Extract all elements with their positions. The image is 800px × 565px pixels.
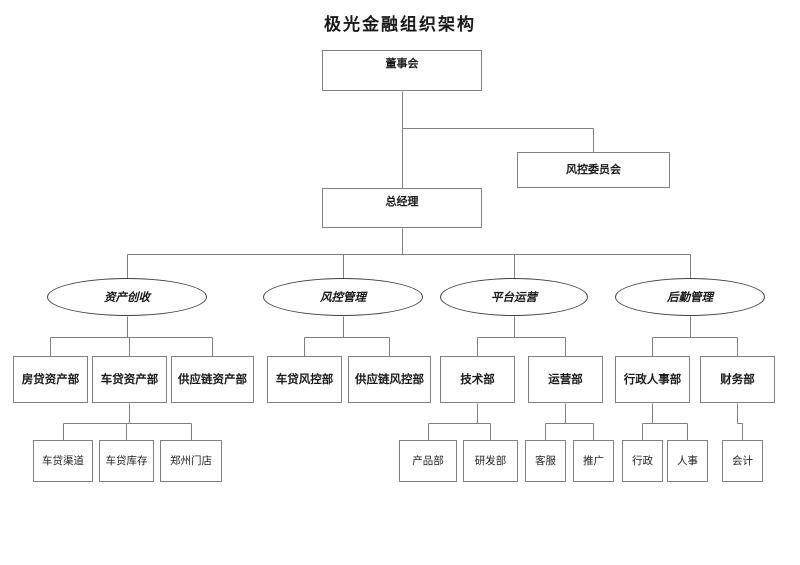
node-label: 推广: [583, 454, 604, 467]
node-auto-loan-channel[interactable]: 车贷渠道: [33, 440, 93, 482]
node-label: 行政: [632, 454, 653, 467]
node-label: 供应链风控部: [355, 371, 424, 386]
node-supply-chain-risk-dept[interactable]: 供应链风控部: [348, 356, 431, 403]
node-operations-dept[interactable]: 运营部: [528, 356, 603, 403]
node-technology-dept[interactable]: 技术部: [440, 356, 515, 403]
node-label: 郑州门店: [170, 454, 212, 467]
node-accounting[interactable]: 会计: [722, 440, 763, 482]
page-title: 极光金融组织架构: [324, 15, 476, 35]
node-label: 人事: [677, 454, 698, 467]
node-label: 行政人事部: [623, 371, 682, 386]
node-risk-control-committee[interactable]: 风控委员会: [517, 152, 670, 188]
node-general-manager[interactable]: 总经理: [322, 188, 482, 228]
node-label: 车贷库存: [105, 454, 148, 467]
node-board-of-directors[interactable]: 董事会: [322, 50, 482, 91]
node-label: 资产创收: [104, 290, 150, 304]
node-promotion[interactable]: 推广: [573, 440, 614, 482]
node-auto-loan-asset-dept[interactable]: 车贷资产部: [92, 356, 167, 403]
node-logistics-management[interactable]: 后勤管理: [615, 278, 765, 316]
node-label: 车贷渠道: [42, 454, 84, 467]
node-label: 运营部: [548, 371, 583, 386]
node-auto-loan-inventory[interactable]: 车贷库存: [99, 440, 154, 482]
node-label: 财务部: [720, 371, 755, 386]
node-label: 平台运营: [491, 290, 537, 304]
node-label: 风控管理: [320, 290, 366, 304]
node-label: 供应链资产部: [178, 371, 247, 386]
node-label: 技术部: [460, 371, 495, 386]
node-risk-management[interactable]: 风控管理: [263, 278, 423, 316]
node-label: 房贷资产部: [21, 371, 80, 386]
node-finance-dept[interactable]: 财务部: [700, 356, 775, 403]
node-label: 研发部: [474, 454, 507, 467]
node-admin-hr-dept[interactable]: 行政人事部: [615, 356, 690, 403]
node-label: 会计: [732, 454, 753, 467]
node-label: 总经理: [385, 195, 419, 208]
node-asset-revenue[interactable]: 资产创收: [47, 278, 207, 316]
node-label: 风控委员会: [566, 162, 621, 176]
node-label: 车贷风控部: [275, 371, 334, 386]
node-label: 后勤管理: [667, 290, 713, 304]
node-rnd-dept[interactable]: 研发部: [463, 440, 518, 482]
node-customer-service[interactable]: 客服: [525, 440, 566, 482]
node-mortgage-asset-dept[interactable]: 房贷资产部: [13, 356, 88, 403]
node-label: 车贷资产部: [100, 371, 159, 386]
node-label: 董事会: [385, 57, 419, 70]
node-label: 客服: [535, 454, 556, 467]
node-zhengzhou-store[interactable]: 郑州门店: [160, 440, 222, 482]
node-product-dept[interactable]: 产品部: [399, 440, 457, 482]
node-supply-chain-asset-dept[interactable]: 供应链资产部: [171, 356, 254, 403]
node-label: 产品部: [412, 454, 444, 467]
node-administration[interactable]: 行政: [622, 440, 663, 482]
node-personnel[interactable]: 人事: [667, 440, 708, 482]
node-platform-operations[interactable]: 平台运营: [440, 278, 588, 316]
node-auto-loan-risk-dept[interactable]: 车贷风控部: [267, 356, 342, 403]
